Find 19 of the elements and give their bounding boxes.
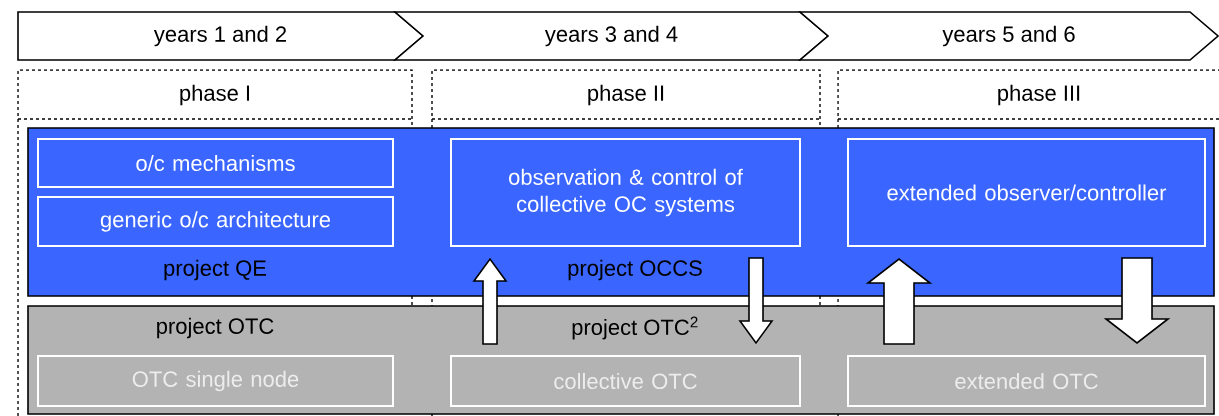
block-arrow xyxy=(1103,257,1171,344)
node-label: years 5 and 6 xyxy=(942,25,1075,47)
block-arrow xyxy=(472,257,508,345)
year-banner: years 1 and 2 xyxy=(17,11,425,61)
topic-box: extended observer/controller xyxy=(847,138,1206,247)
topic-box: collective OTC xyxy=(450,355,801,407)
year-banner: years 5 and 6 xyxy=(797,11,1219,61)
project-label: project OTC xyxy=(157,317,274,339)
topic-box: OTC single node xyxy=(37,355,394,407)
topic-box: generic o/c architecture xyxy=(37,196,394,247)
topic-box: o/c mechanisms xyxy=(37,138,394,188)
block-arrow xyxy=(738,257,774,345)
year-banner: years 3 and 4 xyxy=(392,11,830,61)
project-label: project QE xyxy=(164,259,266,281)
topic-box: observation & control of collective OC systems xyxy=(450,138,801,247)
project-label: project OCCS xyxy=(568,259,702,281)
block-arrow xyxy=(865,258,933,345)
project-label: project OTC$^{2}$ xyxy=(572,316,698,340)
topic-box: extended OTC xyxy=(847,355,1206,407)
